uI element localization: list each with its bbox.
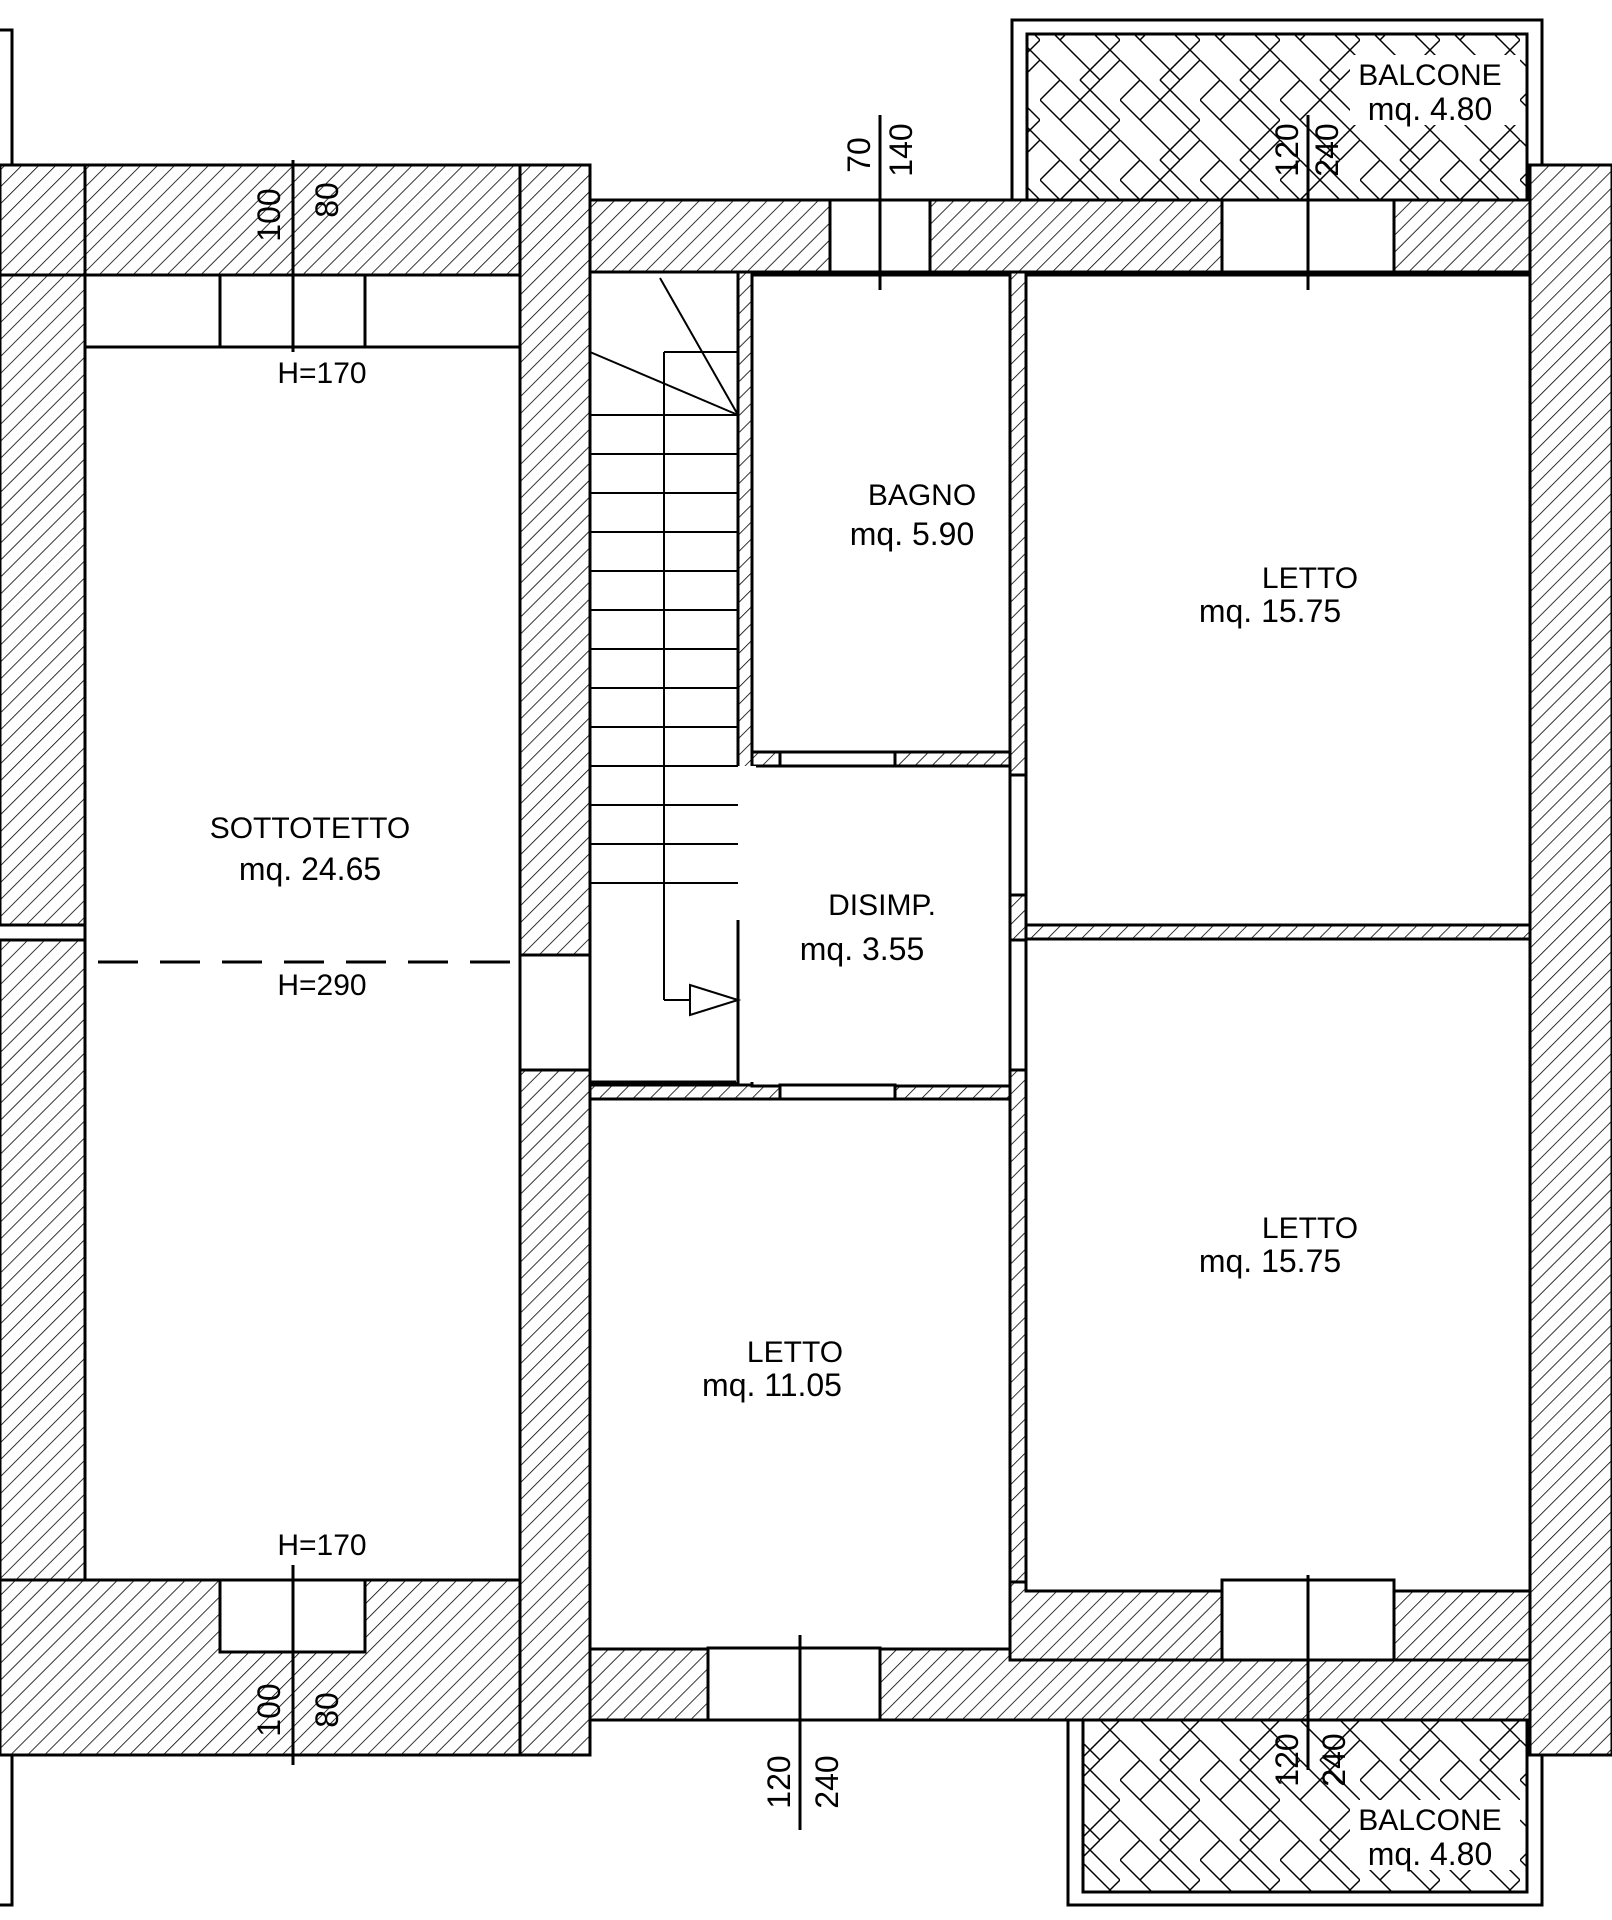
balcony-top	[1010, 18, 1544, 207]
room-letto-ne	[1024, 273, 1532, 927]
dim-sottotetto-top-width: 100	[251, 188, 287, 241]
label-letto-se-name: LETTO	[1262, 1212, 1358, 1245]
room-disimp	[750, 764, 1012, 1088]
label-balcone-top-name: BALCONE	[1358, 59, 1501, 92]
label-balcone-bottom-area: mq. 4.80	[1368, 1836, 1493, 1872]
dim-sottotetto-bottom-width: 100	[251, 1683, 287, 1736]
label-sottotetto-area: mq. 24.65	[239, 851, 381, 887]
label-letto-s-name: LETTO	[747, 1336, 843, 1369]
dim-letto-s-height: 240	[809, 1755, 845, 1808]
dim-sottotetto-top-height: 80	[309, 182, 345, 218]
label-balcone-top-area: mq. 4.80	[1368, 91, 1493, 127]
dim-letto-ne-height: 240	[1309, 123, 1345, 176]
dim-letto-ne-width: 120	[1269, 123, 1305, 176]
room-bagno	[750, 273, 1012, 754]
label-disimp-name: DISIMP.	[828, 889, 936, 922]
label-letto-ne-area: mq. 15.75	[1199, 593, 1341, 629]
stair	[589, 277, 742, 1017]
label-bagno-name: BAGNO	[868, 479, 976, 512]
dim-letto-s-width: 120	[761, 1755, 797, 1808]
label-height-bottom: H=170	[277, 1529, 366, 1562]
dim-bagno-width: 70	[841, 137, 877, 173]
label-sottotetto-name: SOTTOTETTO	[210, 812, 411, 845]
label-balcone-bottom-name: BALCONE	[1358, 1804, 1501, 1837]
dim-bagno-height: 140	[883, 123, 919, 176]
label-bagno-area: mq. 5.90	[850, 516, 975, 552]
label-disimp-area: mq. 3.55	[800, 931, 925, 967]
label-letto-s-area: mq. 11.05	[702, 1367, 842, 1403]
label-height-middle: H=290	[277, 969, 366, 1002]
label-height-top: H=170	[277, 357, 366, 390]
label-letto-se-area: mq. 15.75	[1199, 1243, 1341, 1279]
room-letto-se	[1024, 937, 1532, 1593]
label-letto-ne-name: LETTO	[1262, 562, 1358, 595]
dim-letto-se-height: 240	[1316, 1733, 1352, 1786]
room-letto-s	[588, 1097, 1012, 1651]
dim-letto-se-width: 120	[1269, 1733, 1305, 1786]
dimension-lines	[291, 115, 1310, 1830]
dim-sottotetto-bottom-height: 80	[309, 1692, 345, 1728]
